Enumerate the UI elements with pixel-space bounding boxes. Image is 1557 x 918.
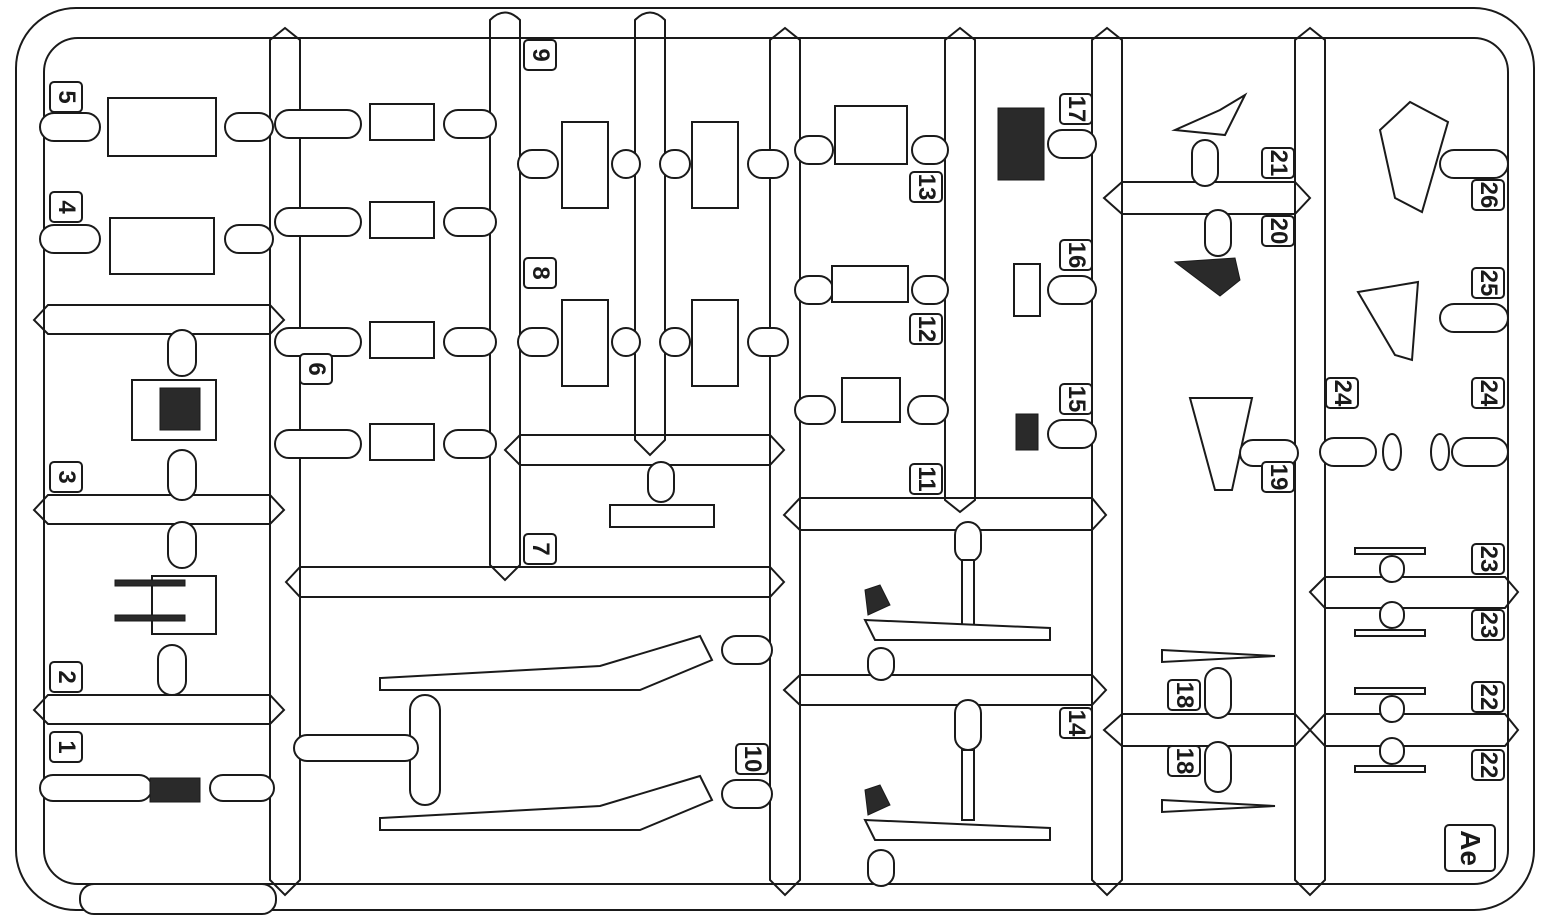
label-part-19: 19 [1261,461,1295,493]
label-part-2: 2 [49,661,83,693]
part-8 [517,299,789,387]
label-part-4: 4 [49,191,83,223]
label-part-24b: 24 [1471,377,1505,409]
vertical-runners [269,11,1326,897]
label-part-13: 13 [909,171,943,203]
label-part-12: 12 [909,313,943,345]
part-7 [609,461,715,528]
label-part-10: 10 [735,743,769,775]
label-part-26: 26 [1471,179,1505,211]
label-part-18b: 18 [1167,745,1201,777]
part-13 [794,105,949,165]
label-part-22b: 22 [1471,749,1505,781]
part-9 [517,121,789,209]
part-11 [794,377,949,425]
part-17 [997,107,1097,181]
part-19 [1188,397,1299,491]
sprue-inner-frame [43,37,1509,885]
sprue-outer-frame [15,7,1535,911]
part-14 [863,521,1051,887]
part-16 [1013,263,1097,317]
label-part-16: 16 [1059,239,1093,271]
part-23 [1354,547,1426,637]
label-part-23a: 23 [1471,543,1505,575]
label-part-14: 14 [1059,707,1093,739]
label-part-18a: 18 [1167,679,1201,711]
label-part-24a: 24 [1325,377,1359,409]
label-part-6: 6 [299,353,333,385]
part-15 [1015,413,1097,451]
part-2 [114,521,217,696]
part-26 [1378,100,1509,214]
part-5 [39,97,274,157]
part-3 [131,329,217,501]
label-part-15: 15 [1059,383,1093,415]
part-12 [794,265,949,305]
part-18 [1161,648,1276,814]
label-part-5: 5 [49,81,83,113]
part-4 [39,217,274,275]
part-10 [293,634,773,831]
label-part-7: 7 [523,533,557,565]
label-part-9: 9 [523,39,557,71]
label-part-11: 11 [909,463,943,495]
label-part-20: 20 [1261,215,1295,247]
sprue-code-label: Ae [1444,824,1496,872]
part-21 [1171,92,1248,187]
part-22 [1354,687,1426,773]
part-20 [1173,209,1241,297]
label-part-17: 17 [1059,93,1093,125]
horizontal-runners [32,181,1520,747]
label-part-3: 3 [49,461,83,493]
label-part-22a: 22 [1471,681,1505,713]
label-part-25: 25 [1471,267,1505,299]
part-25 [1356,280,1509,362]
part-6-group [274,103,497,461]
label-part-21: 21 [1261,147,1295,179]
label-part-1: 1 [49,731,83,763]
label-part-23b: 23 [1471,609,1505,641]
part-1 [39,774,277,915]
label-part-8: 8 [523,257,557,289]
part-24 [1319,433,1509,471]
